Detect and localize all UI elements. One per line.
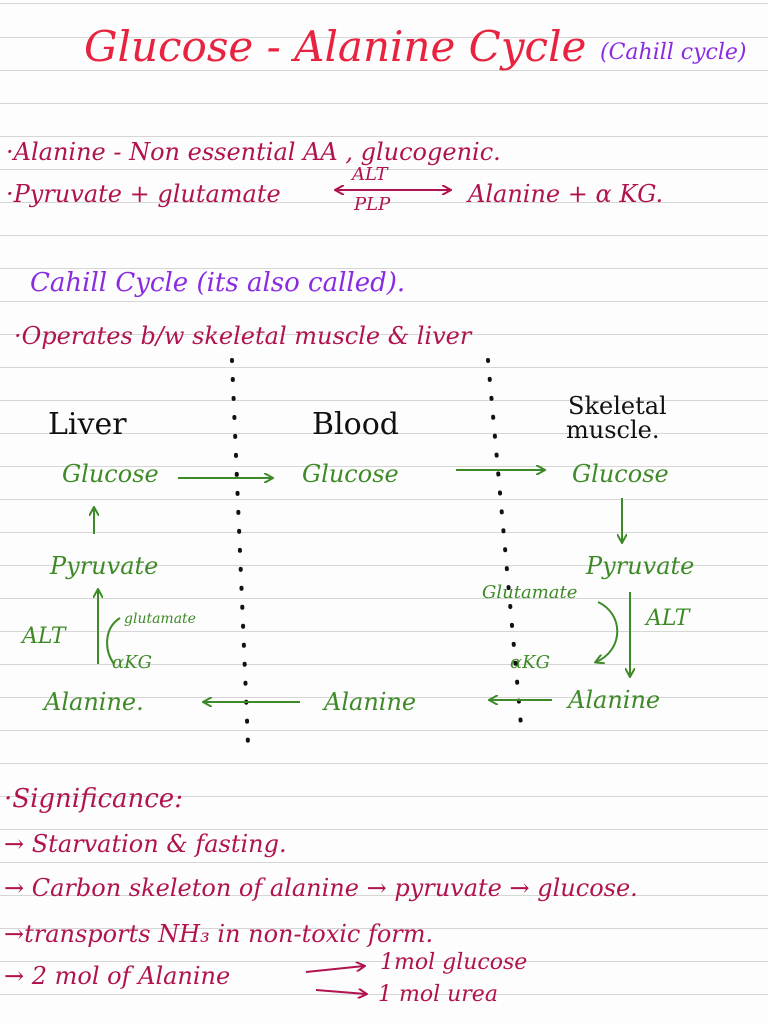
liver-alanine: Alanine. <box>44 688 144 716</box>
significance-result-urea: 1 mol urea <box>378 982 498 1007</box>
page-subtitle: (Cahill cycle) <box>600 40 747 65</box>
significance-heading: ·Significance: <box>4 784 183 814</box>
significance-item: → Carbon skeleton of alanine → pyruvate … <box>4 874 638 902</box>
column-header-muscle-line1: Skeletal <box>568 392 667 420</box>
column-header-liver: Liver <box>48 407 127 442</box>
divider-liver-blood <box>230 358 250 746</box>
cahill-heading: Cahill Cycle (its also called). <box>30 268 406 298</box>
muscle-glutamate: Glutamate <box>482 582 578 603</box>
liver-alt-label: ALT <box>22 624 66 649</box>
divider-blood-muscle <box>486 358 524 738</box>
muscle-akg: αKG <box>510 652 550 673</box>
page-title: Glucose - Alanine Cycle <box>84 22 587 71</box>
bullet-alanine-definition: ·Alanine - Non essential AA , glucogenic… <box>6 138 501 166</box>
liver-glutamate: glutamate <box>124 611 196 627</box>
arrow-alanine-to-glucose <box>305 966 364 973</box>
arrow-alanine-to-urea <box>315 990 366 994</box>
significance-item: → 2 mol of Alanine <box>4 962 231 990</box>
reaction-enzyme-alt: ALT <box>352 164 388 185</box>
liver-pyruvate: Pyruvate <box>50 552 159 580</box>
liver-glucose: Glucose <box>62 460 159 488</box>
arc-liver-glutamate-akg <box>106 617 121 665</box>
significance-item: → Starvation & fasting. <box>4 830 287 858</box>
column-header-blood: Blood <box>312 407 399 442</box>
liver-akg: αKG <box>112 652 152 673</box>
significance-item: →transports NH₃ in non-toxic form. <box>4 920 434 948</box>
column-header-muscle-line2: muscle. <box>566 416 660 444</box>
muscle-alt-label: ALT <box>646 606 690 631</box>
blood-alanine: Alanine <box>324 688 417 716</box>
muscle-alanine: Alanine <box>568 686 661 714</box>
significance-result-glucose: 1mol glucose <box>380 950 528 975</box>
muscle-pyruvate: Pyruvate <box>586 552 695 580</box>
arc-muscle-glutamate-akg <box>596 601 619 662</box>
reaction-cofactor-plp: PLP <box>354 194 391 215</box>
muscle-glucose: Glucose <box>572 460 669 488</box>
bullet-reaction-left: ·Pyruvate + glutamate <box>6 180 281 208</box>
bullet-reaction-right: Alanine + α KG. <box>468 180 664 208</box>
blood-glucose: Glucose <box>302 460 399 488</box>
cahill-bullet: ·Operates b/w skeletal muscle & liver <box>14 322 472 350</box>
